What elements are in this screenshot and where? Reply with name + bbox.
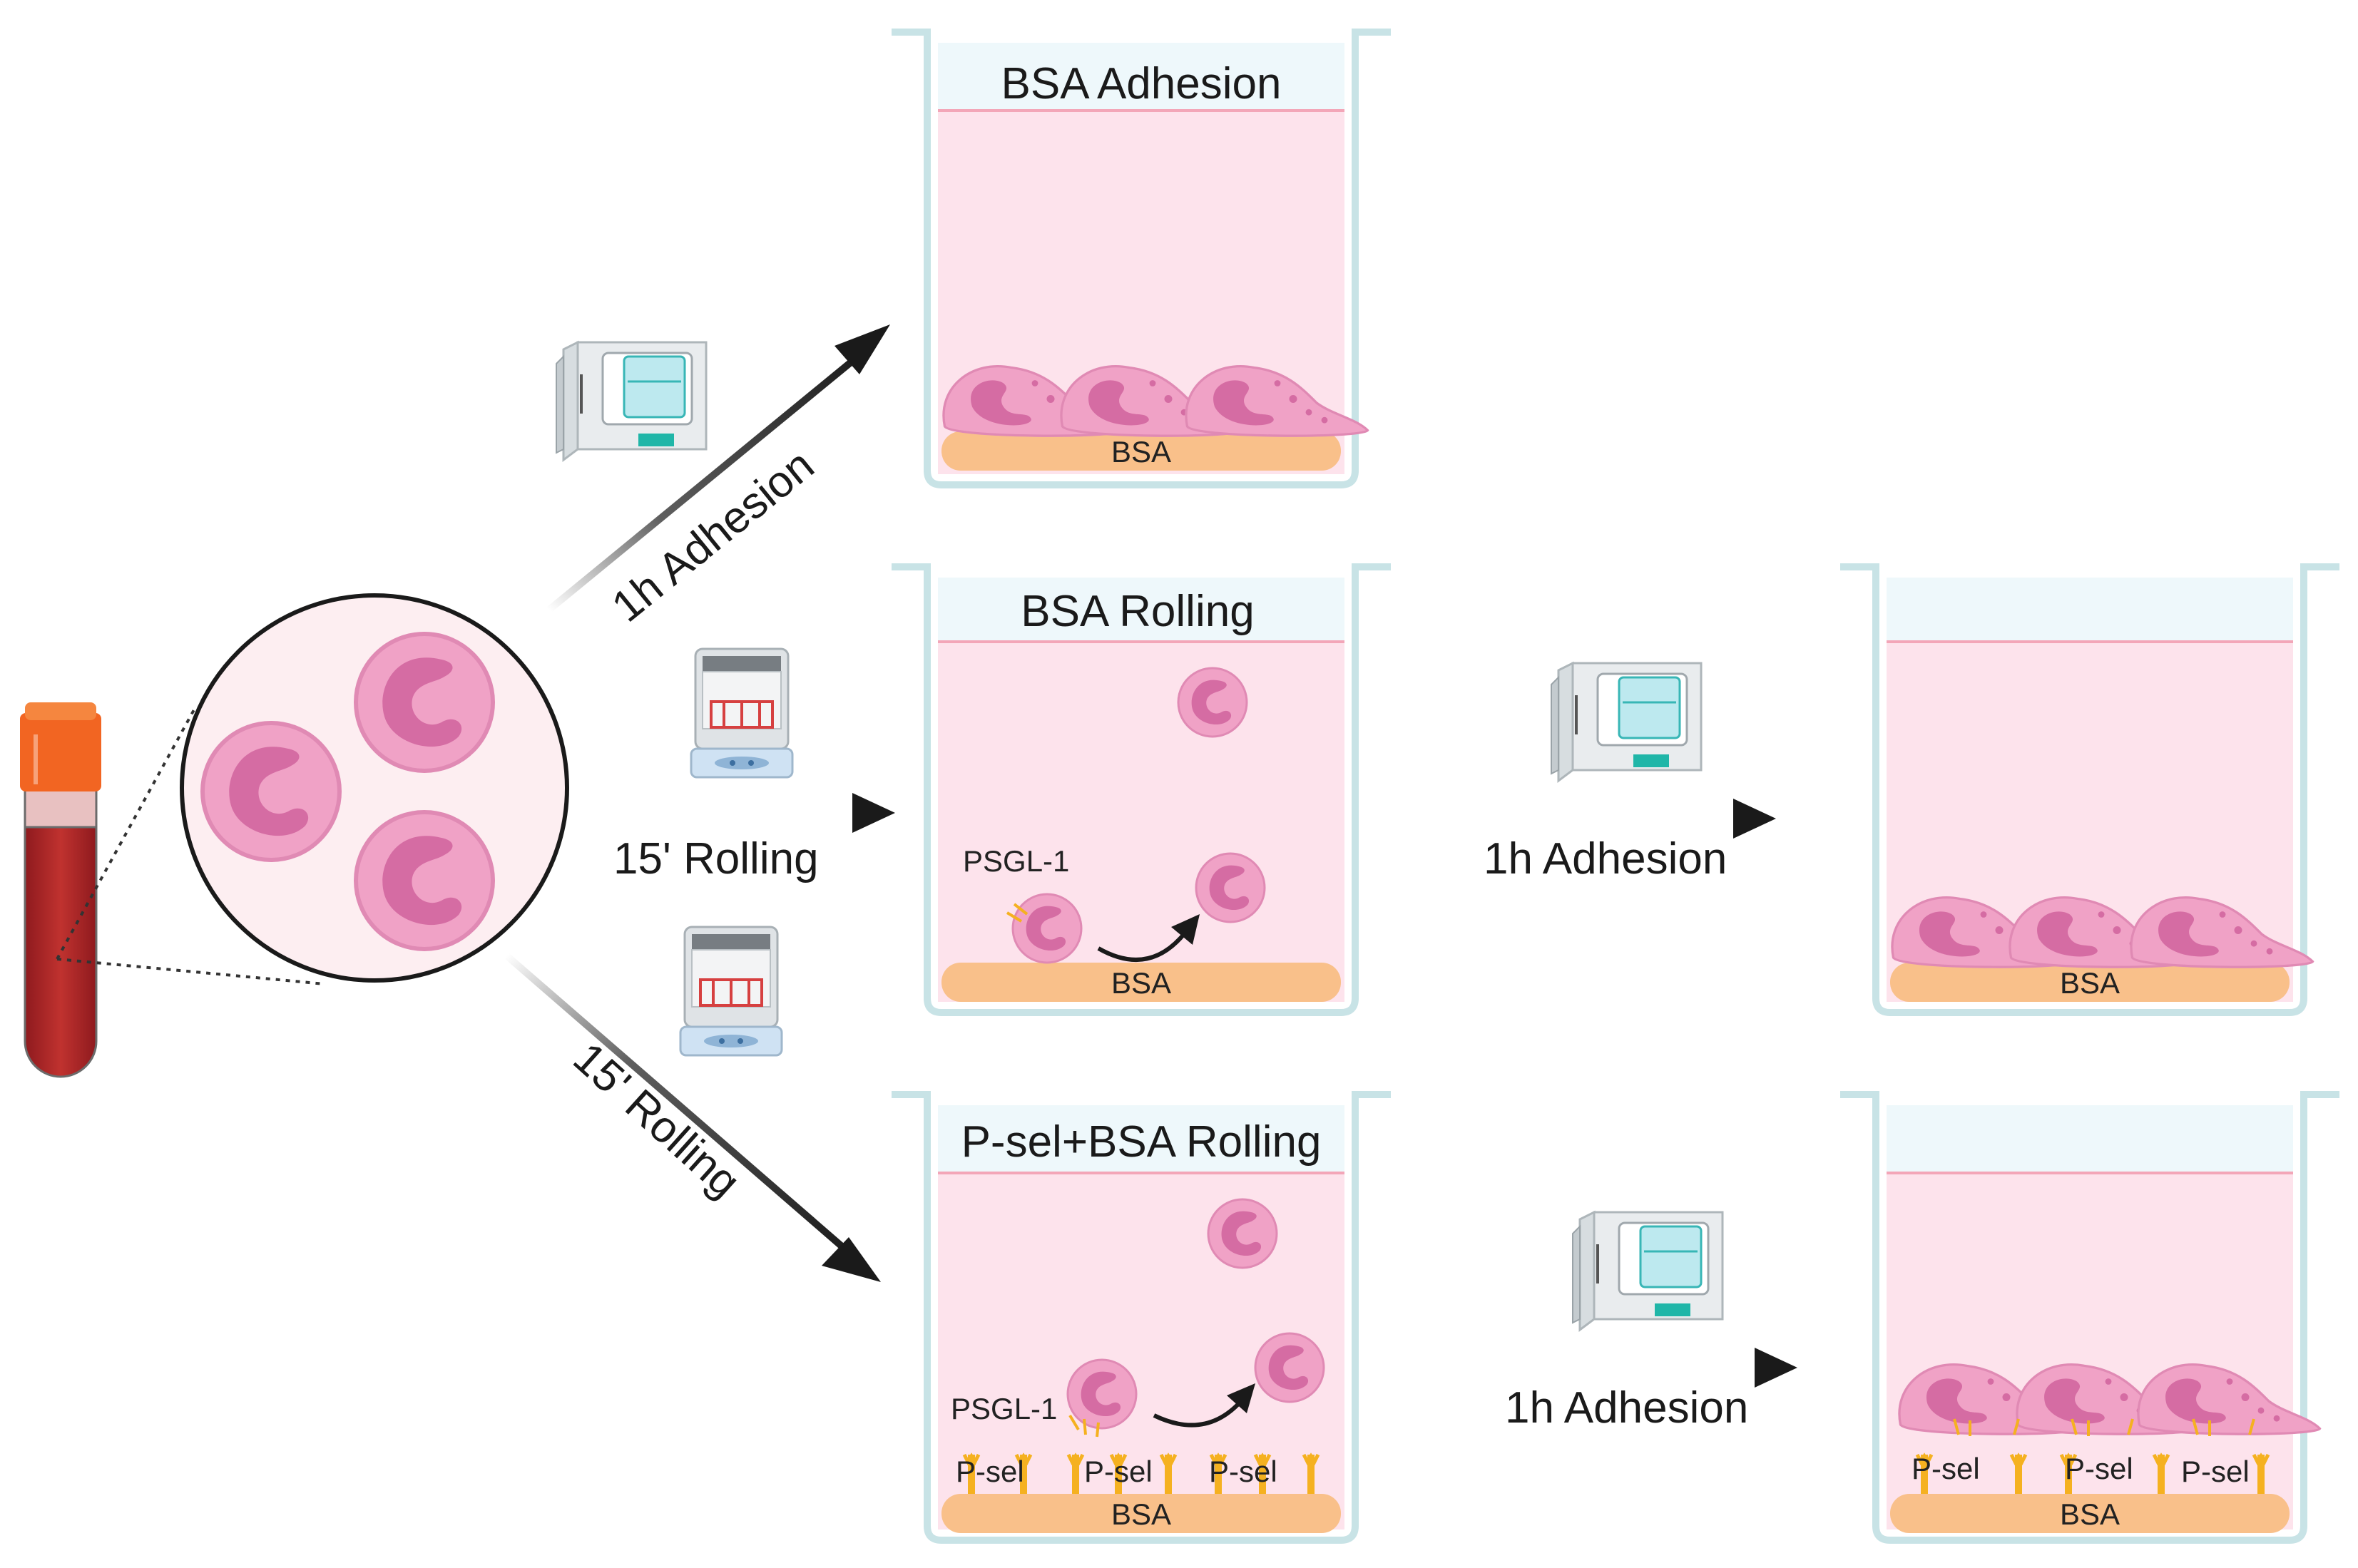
rolling-arrow bbox=[1097, 933, 1186, 962]
base-label: BSA bbox=[2060, 1497, 2120, 1531]
rolling-cell bbox=[1195, 852, 1266, 923]
psgl1-ligand bbox=[1068, 1414, 1100, 1438]
step-label-middle: 15' Rolling bbox=[613, 834, 819, 883]
psgl1-ligand bbox=[1953, 1418, 2255, 1436]
psel-label: P-sel bbox=[956, 1455, 1024, 1488]
arrow-to-bsa-rolling-adhesion bbox=[1466, 799, 1776, 839]
magnified-neutrophils bbox=[180, 593, 569, 983]
base-label: BSA bbox=[1111, 966, 1171, 1000]
psgl1-ligand bbox=[1006, 903, 1029, 923]
step-label-bottom-after: 1h Adhesion bbox=[1505, 1383, 1748, 1433]
rolling-cell bbox=[1207, 1198, 1278, 1269]
neutrophil-icon bbox=[203, 723, 340, 860]
incubator-icon bbox=[1571, 1211, 1724, 1331]
psel-label: P-sel bbox=[1912, 1452, 1980, 1485]
incubator-icon bbox=[555, 341, 708, 461]
psel-label: P-sel bbox=[2065, 1452, 2133, 1485]
rolling-device-icon bbox=[690, 647, 794, 779]
well-bsa-rolling bbox=[892, 563, 1391, 1016]
psgl1-label: PSGL-1 bbox=[963, 844, 1069, 878]
rolling-cell bbox=[1177, 667, 1248, 738]
rolling-device-icon bbox=[679, 926, 783, 1057]
arrow-to-psel-rolling bbox=[504, 953, 881, 1282]
rolling-cell bbox=[1011, 893, 1083, 964]
arrow-to-psel-rolling-adhesion bbox=[1487, 1348, 1797, 1388]
step-label-middle-after: 1h Adhesion bbox=[1484, 834, 1727, 883]
well-bsa-adhesion bbox=[892, 29, 1391, 488]
psel-label: P-sel bbox=[2181, 1455, 2250, 1488]
well-psel-rolling bbox=[892, 1091, 1391, 1544]
well-title-bsa-rolling: BSA Rolling bbox=[1021, 587, 1254, 636]
psel-label: P-sel bbox=[1084, 1455, 1153, 1488]
rolling-cell bbox=[1066, 1358, 1138, 1430]
step-label-bottom: 15' Rolling bbox=[564, 1033, 750, 1207]
incubator-icon bbox=[1550, 662, 1703, 782]
rolling-cell bbox=[1254, 1332, 1325, 1403]
base-label: BSA bbox=[1111, 1497, 1171, 1531]
well-bsa-rolling-after bbox=[1840, 563, 2339, 1016]
well-title-psel-rolling: P-sel+BSA Rolling bbox=[961, 1117, 1322, 1167]
base-label: BSA bbox=[2060, 966, 2120, 1000]
psgl1-label: PSGL-1 bbox=[951, 1392, 1057, 1425]
blood-tube-icon bbox=[20, 702, 101, 1078]
magnifier-lines bbox=[56, 705, 325, 985]
neutrophil-icon bbox=[356, 812, 493, 949]
well-title-bsa-adhesion: BSA Adhesion bbox=[1001, 59, 1282, 108]
arrow-to-bsa-adhesion bbox=[546, 324, 890, 613]
psel-label: P-sel bbox=[1209, 1455, 1277, 1488]
well-psel-rolling-after bbox=[1840, 1091, 2339, 1544]
arrow-to-bsa-rolling bbox=[578, 793, 895, 833]
base-label: BSA bbox=[1111, 435, 1171, 468]
neutrophil-icon bbox=[356, 634, 493, 771]
rolling-arrow bbox=[1153, 1399, 1243, 1428]
